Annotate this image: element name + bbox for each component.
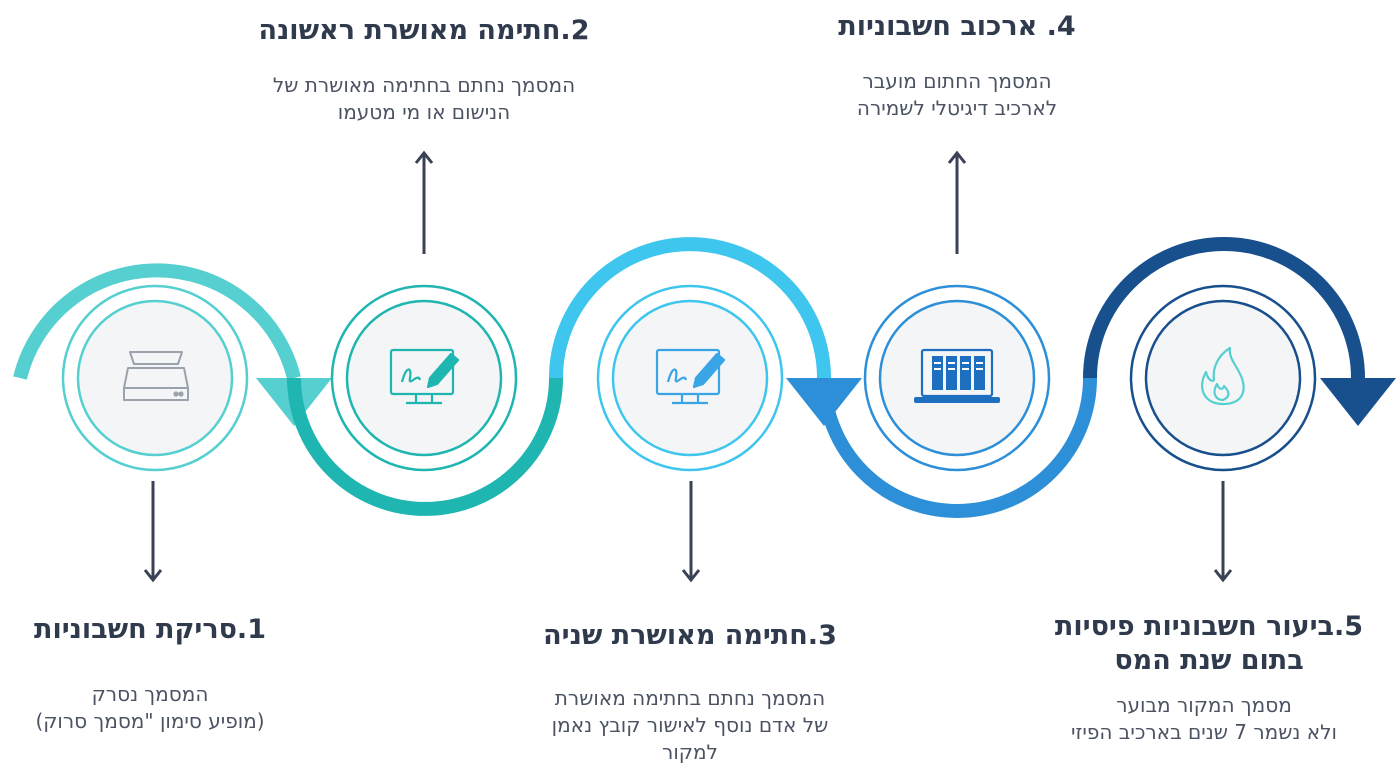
step-5-desc-line: מסמך המקור מבוער bbox=[1116, 693, 1292, 717]
step-4-description: המסמך החתום מועבר לארכיב דיגיטלי לשמירה bbox=[797, 68, 1117, 122]
step-5-desc-line: ולא נשמר 7 שנים בארכיב הפיזי bbox=[1071, 720, 1337, 744]
flow-arc-2 bbox=[287, 377, 563, 516]
step-circle-1 bbox=[61, 284, 249, 472]
step-4-desc-line: לארכיב דיגיטלי לשמירה bbox=[856, 96, 1058, 120]
flow-arc-1 bbox=[13, 263, 301, 380]
step-circle-2 bbox=[330, 284, 518, 472]
step-1-desc-line: (מופיע סימון "מסמך סרוק) bbox=[35, 709, 265, 733]
connector-arrow-down-5 bbox=[1213, 481, 1233, 583]
flow-arc-4 bbox=[817, 377, 1097, 518]
step-1-title: 1.סריקת חשבוניות bbox=[34, 614, 266, 645]
step-2-title: 2.חתימה מאושרת ראשונה bbox=[258, 15, 590, 46]
step-5-title-line: בתום שנת המס bbox=[1114, 645, 1304, 676]
step-3-title: 3.חתימה מאושרת שניה bbox=[543, 620, 837, 651]
flow-arc-5 bbox=[1083, 237, 1365, 379]
connector-arrow-up-4 bbox=[947, 150, 967, 254]
step-2-desc-line: המסמך נחתם בחתימה מאושרת של bbox=[272, 73, 576, 97]
connector-arrow-down-3 bbox=[681, 481, 701, 583]
step-circle-3 bbox=[596, 284, 784, 472]
step-2-description: המסמך נחתם בחתימה מאושרת של הנישום או מי… bbox=[204, 72, 644, 126]
step-3-desc-line: המסמך נחתם בחתימה מאושרת bbox=[554, 686, 826, 710]
flow-arrowhead-5 bbox=[1320, 378, 1396, 426]
connector-arrow-down-1 bbox=[143, 481, 163, 583]
step-5-description: מסמך המקור מבוער ולא נשמר 7 שנים בארכיב … bbox=[1014, 692, 1394, 746]
step-3-description: המסמך נחתם בחתימה מאושרת של אדם נוסף לאי… bbox=[480, 685, 900, 766]
step-1-desc-line: המסמך נסרק bbox=[91, 682, 209, 706]
step-1-description: המסמך נסרק (מופיע סימון "מסמך סרוק) bbox=[0, 681, 300, 735]
step-3-desc-line: של אדם נוסף לאישור קובץ נאמן bbox=[551, 713, 829, 737]
step-circle-5 bbox=[1129, 284, 1317, 472]
flow-arc-3 bbox=[549, 237, 831, 379]
connector-arrow-up-2 bbox=[414, 150, 434, 254]
monitor-signature-icon bbox=[655, 348, 726, 405]
laptop-archive-icon bbox=[914, 348, 1000, 403]
step-3-desc-line: למקור bbox=[662, 740, 718, 764]
scanner-icon bbox=[123, 351, 189, 401]
step-4-title: 4. ארכוב חשבוניות bbox=[838, 11, 1076, 42]
step-2-desc-line: הנישום או מי מטעמו bbox=[337, 100, 511, 124]
step-5-title: 5.ביעור חשבוניות פיסיות בתום שנת המס bbox=[1024, 610, 1394, 678]
flame-icon bbox=[1201, 346, 1245, 406]
monitor-signature-icon bbox=[389, 348, 460, 405]
step-4-desc-line: המסמך החתום מועבר bbox=[862, 69, 1052, 93]
step-5-title-line: 5.ביעור חשבוניות פיסיות bbox=[1054, 611, 1364, 642]
